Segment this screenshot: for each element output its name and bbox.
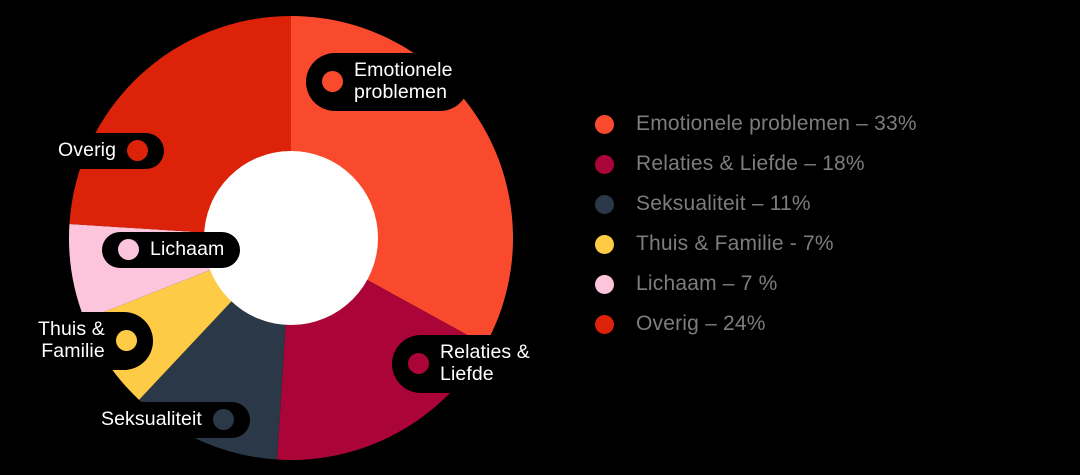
callout-line-1: Relaties & (440, 341, 530, 363)
callout-dot-thuis-familie (115, 330, 137, 352)
legend-row[interactable]: Lichaam – 7 % (595, 264, 1065, 304)
legend-swatch-icon (595, 274, 614, 294)
callout-line-2: problemen (354, 80, 448, 103)
callout-thuis-familie[interactable]: Thuis & Familie (22, 312, 153, 370)
callout-lichaam[interactable]: Lichaam (102, 232, 241, 268)
legend-row[interactable]: Emotionele problemen – 33% (595, 104, 1065, 144)
callout-label-overig: Overig (58, 139, 117, 161)
donut-center-hole (204, 151, 378, 325)
callout-dot-emotionele-problemen (322, 71, 343, 93)
callout-line-1: Emotionele (354, 59, 453, 81)
callout-dot-seksualiteit (212, 409, 234, 431)
callout-label-relaties-liefde: Relaties & Liefde (440, 341, 530, 386)
legend-row[interactable]: Seksualiteit – 11% (595, 184, 1065, 224)
legend-swatch-icon (595, 154, 614, 174)
callout-dot-lichaam (118, 239, 139, 261)
callout-label-thuis-familie: Thuis & Familie (38, 318, 105, 363)
legend-swatch-icon (595, 194, 614, 214)
callout-label-emotionele-problemen: Emotionele problemen (354, 59, 453, 104)
callout-dot-overig (127, 140, 149, 162)
legend-swatch-icon (595, 234, 614, 254)
legend-label: Emotionele problemen – 33% (636, 112, 917, 135)
callout-line-2: Familie (41, 339, 105, 362)
legend-swatch-icon (595, 314, 614, 334)
legend-swatch-icon (595, 114, 614, 134)
legend-label: Relaties & Liefde – 18% (636, 152, 865, 175)
legend-label: Thuis & Familie - 7% (636, 232, 834, 255)
callout-line-1: Thuis & (38, 318, 105, 340)
callout-seksualiteit[interactable]: Seksualiteit (85, 402, 250, 438)
callout-label-seksualiteit: Seksualiteit (101, 408, 202, 430)
legend-label: Overig – 24% (636, 312, 766, 335)
callout-line-2: Liefde (440, 362, 494, 385)
legend-label: Seksualiteit – 11% (636, 192, 811, 215)
donut-chart-svg (69, 16, 513, 460)
callout-emotionele-problemen[interactable]: Emotionele problemen (306, 53, 469, 111)
legend-row[interactable]: Thuis & Familie - 7% (595, 224, 1065, 264)
callout-relaties-liefde[interactable]: Relaties & Liefde (392, 335, 546, 393)
chart-legend: Emotionele problemen – 33% Relaties & Lie… (595, 104, 1065, 344)
callout-dot-relaties-liefde (408, 353, 429, 375)
callout-overig[interactable]: Overig (42, 133, 165, 169)
legend-row[interactable]: Overig – 24% (595, 304, 1065, 344)
donut-chart: Emotionele problemen Relaties & Liefde S… (22, 16, 546, 460)
legend-row[interactable]: Relaties & Liefde – 18% (595, 144, 1065, 184)
callout-label-lichaam: Lichaam (150, 238, 225, 260)
legend-label: Lichaam – 7 % (636, 272, 778, 295)
